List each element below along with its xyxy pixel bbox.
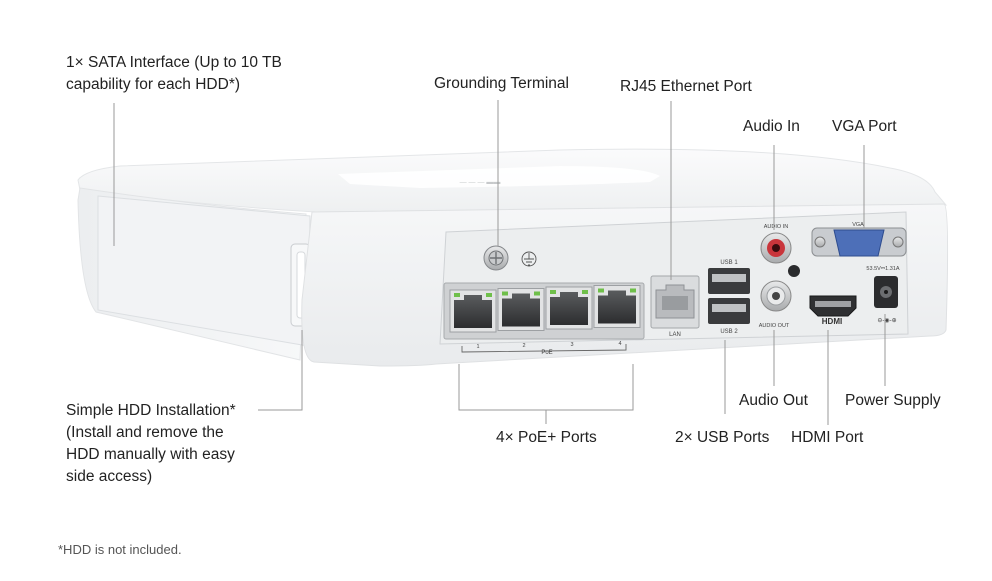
leader-hdd: [258, 330, 303, 411]
device-label-lan: LAN: [669, 332, 681, 338]
polarity-symbol: ⊖-◉-⊕: [877, 318, 896, 324]
device-label-usb2: USB 2: [720, 329, 738, 335]
label-hdd-line3: HDD manually with easy: [66, 446, 235, 463]
lan-port: [650, 275, 700, 329]
audio-in-port: [760, 232, 800, 277]
device-label-port2: 2: [522, 343, 525, 349]
usb-ports: [708, 268, 750, 324]
label-vga-port: VGA Port: [832, 118, 897, 135]
label-hdd-line4: side access): [66, 468, 153, 485]
device-label-poe: PoE: [541, 350, 552, 356]
label-hdmi-port: HDMI Port: [791, 429, 864, 446]
device-label-audio-out: AUDIO OUT: [759, 323, 790, 329]
footnote: *HDD is not included.: [58, 542, 182, 557]
poe-port-3: [545, 286, 593, 330]
label-power-supply: Power Supply: [845, 392, 941, 409]
device-label-audio-in: AUDIO IN: [764, 224, 788, 230]
top-logo-area: [338, 166, 660, 188]
poe-port-4: [593, 285, 641, 328]
poe-port-2: [497, 288, 545, 331]
label-hdd-line1: Simple HDD Installation*: [66, 402, 236, 419]
device-label-port3: 3: [570, 342, 573, 348]
hdd-panel: [97, 195, 311, 347]
device-label-port4: 4: [618, 341, 621, 347]
device-label-power-rating: 53.5V⎓1.31A: [866, 266, 899, 272]
power-port: [874, 276, 898, 308]
label-usb-ports: 2× USB Ports: [675, 429, 770, 446]
hdmi-port: [809, 295, 857, 317]
poe-port-1: [449, 289, 497, 333]
label-grounding-terminal: Grounding Terminal: [434, 75, 569, 92]
label-sata-line2: capability for each HDD*): [66, 76, 241, 93]
label-rj45-ethernet: RJ45 Ethernet Port: [620, 78, 752, 95]
label-sata-line1: 1× SATA Interface (Up to 10 TB: [66, 54, 282, 71]
grounding-terminal: [483, 245, 537, 271]
label-audio-out: Audio Out: [739, 392, 808, 409]
device-label-vga: VGA: [852, 222, 864, 228]
label-audio-in: Audio In: [743, 118, 800, 135]
leader-poe: [458, 364, 634, 424]
device-label-port1: 1: [476, 344, 479, 350]
device-label-hdmi: HDMI: [822, 317, 842, 326]
vga-port: [811, 227, 907, 257]
leader-lines: [113, 100, 886, 425]
label-poe-ports: 4× PoE+ Ports: [496, 429, 597, 446]
label-hdd-line2: (Install and remove the: [66, 424, 224, 441]
device-label-usb1: USB 1: [720, 260, 738, 266]
audio-out-port: [760, 280, 792, 312]
top-logo-text: — — — ▬▬: [460, 179, 501, 186]
